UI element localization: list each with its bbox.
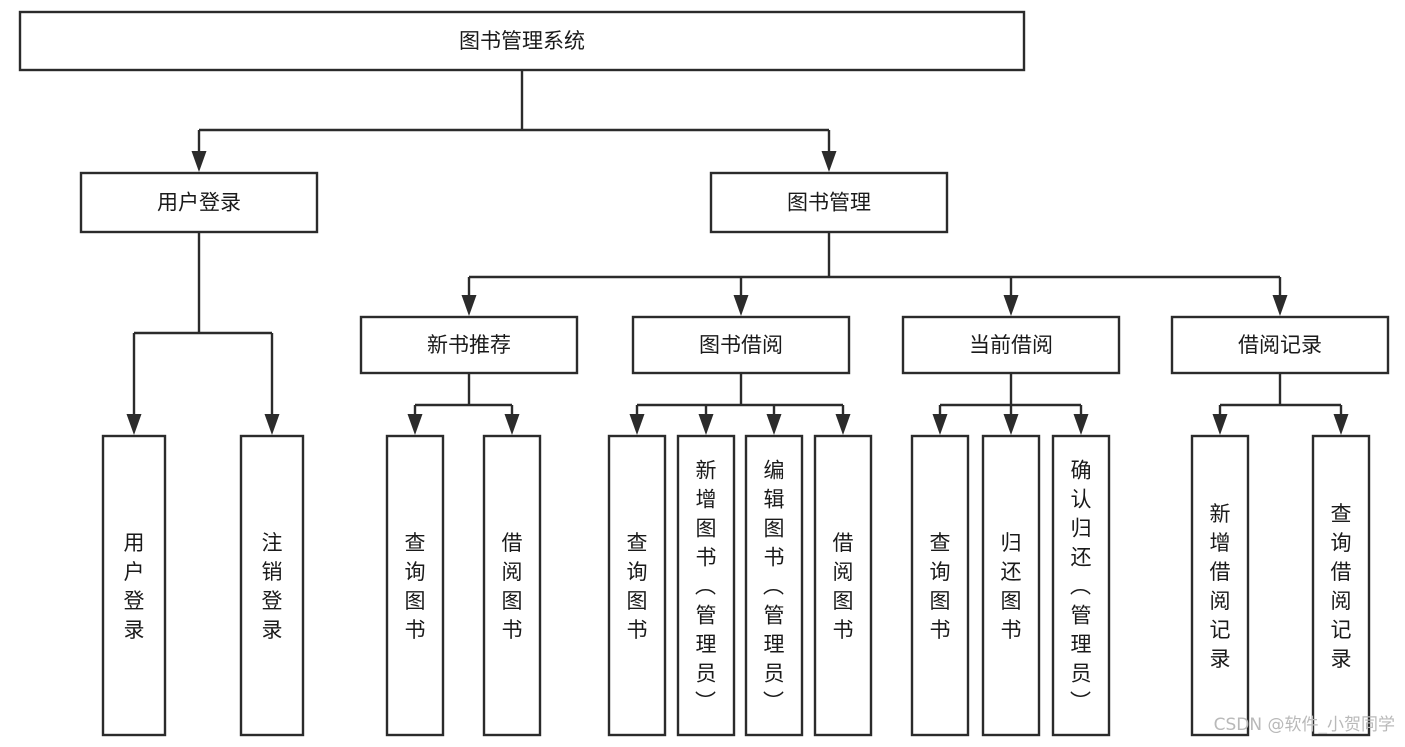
node-layer: 图书管理系统用户登录图书管理新书推荐图书借阅当前借阅借阅记录用户登录注销登录查询… (18, 10, 1390, 737)
node-box[interactable] (101, 434, 167, 737)
node-box[interactable] (239, 434, 305, 737)
node-label: 新书推荐 (427, 333, 511, 357)
connector-group (1212, 373, 1349, 435)
node-leaf-rec-query-book[interactable]: 查询图书 (385, 434, 445, 737)
node-current-borrow[interactable]: 当前借阅 (901, 315, 1121, 375)
arrow-head-icon (1212, 414, 1228, 435)
connector-group (191, 70, 837, 172)
node-box[interactable] (18, 10, 1026, 72)
node-box[interactable] (482, 434, 542, 737)
node-label: 归还图书 (1001, 531, 1022, 642)
node-label: 用户登录 (124, 531, 145, 642)
node-label: 查询图书 (627, 531, 648, 642)
node-leaf-borrow-add-book[interactable]: 新增图书（管理员） (676, 434, 736, 737)
arrow-head-icon (264, 414, 280, 435)
node-leaf-user-login[interactable]: 用户登录 (101, 434, 167, 737)
node-label: 借阅记录 (1238, 333, 1322, 357)
node-leaf-cur-query-book[interactable]: 查询图书 (910, 434, 970, 737)
node-label: 编辑图书（管理员） (763, 459, 785, 715)
connector-layer (126, 70, 1349, 435)
node-label: 用户登录 (157, 191, 241, 215)
arrow-head-icon (461, 295, 477, 316)
node-label: 图书管理系统 (459, 29, 585, 53)
watermark-layer: CSDN @软件_小贺同学 (1214, 715, 1395, 735)
node-box[interactable] (359, 315, 579, 375)
connector-group (461, 232, 1288, 316)
arrow-head-icon (698, 414, 714, 435)
node-box[interactable] (901, 315, 1121, 375)
node-leaf-borrow-edit-book[interactable]: 编辑图书（管理员） (744, 434, 804, 737)
node-leaf-rec-borrow-book[interactable]: 借阅图书 (482, 434, 542, 737)
node-box[interactable] (1190, 434, 1250, 737)
arrow-head-icon (1333, 414, 1349, 435)
csdn-watermark: CSDN @软件_小贺同学 (1214, 715, 1395, 735)
node-leaf-rec-query-record[interactable]: 查询借阅记录 (1311, 434, 1371, 737)
node-box[interactable] (910, 434, 970, 737)
node-box[interactable] (79, 171, 319, 234)
node-user-login[interactable]: 用户登录 (79, 171, 319, 234)
connector-group (126, 232, 280, 435)
arrow-head-icon (1003, 295, 1019, 316)
connector-group (407, 373, 520, 435)
arrow-head-icon (1073, 414, 1089, 435)
node-label: 新增借阅记录 (1210, 502, 1231, 671)
connector-group (932, 373, 1089, 435)
node-box[interactable] (744, 434, 804, 737)
node-box[interactable] (813, 434, 873, 737)
arrow-head-icon (1003, 414, 1019, 435)
node-box[interactable] (1311, 434, 1371, 737)
arrow-head-icon (191, 151, 207, 172)
arrow-head-icon (1272, 295, 1288, 316)
node-label: 借阅图书 (502, 531, 523, 642)
node-box[interactable] (631, 315, 851, 375)
node-leaf-cur-confirm-return[interactable]: 确认归还（管理员） (1051, 434, 1111, 737)
node-leaf-cur-return-book[interactable]: 归还图书 (981, 434, 1041, 737)
node-borrow-record[interactable]: 借阅记录 (1170, 315, 1390, 375)
arrow-head-icon (407, 414, 423, 435)
arrow-head-icon (835, 414, 851, 435)
node-root[interactable]: 图书管理系统 (18, 10, 1026, 72)
node-box[interactable] (1051, 434, 1111, 737)
node-label: 图书管理 (787, 191, 871, 215)
node-new-book-rec[interactable]: 新书推荐 (359, 315, 579, 375)
node-label: 借阅图书 (833, 531, 854, 642)
node-label: 新增图书（管理员） (695, 459, 717, 715)
node-book-manage[interactable]: 图书管理 (709, 171, 949, 234)
arrow-head-icon (629, 414, 645, 435)
node-label: 查询图书 (930, 531, 951, 642)
node-label: 查询借阅记录 (1331, 502, 1352, 671)
node-box[interactable] (676, 434, 736, 737)
arrow-head-icon (126, 414, 142, 435)
arrow-head-icon (821, 151, 837, 172)
arrow-head-icon (504, 414, 520, 435)
node-label: 图书借阅 (699, 333, 783, 357)
arrow-head-icon (766, 414, 782, 435)
node-label: 注销登录 (262, 531, 283, 642)
arrow-head-icon (733, 295, 749, 316)
node-leaf-rec-add-record[interactable]: 新增借阅记录 (1190, 434, 1250, 737)
node-label: 确认归还（管理员） (1070, 459, 1092, 715)
node-box[interactable] (1170, 315, 1390, 375)
node-box[interactable] (385, 434, 445, 737)
node-leaf-borrow-borrow-book[interactable]: 借阅图书 (813, 434, 873, 737)
node-box[interactable] (607, 434, 667, 737)
arrow-head-icon (932, 414, 948, 435)
connector-group (629, 373, 851, 435)
node-leaf-borrow-query-book[interactable]: 查询图书 (607, 434, 667, 737)
node-book-borrow[interactable]: 图书借阅 (631, 315, 851, 375)
node-leaf-user-logout[interactable]: 注销登录 (239, 434, 305, 737)
node-label: 查询图书 (405, 531, 426, 642)
node-box[interactable] (981, 434, 1041, 737)
node-label: 当前借阅 (969, 333, 1053, 357)
node-box[interactable] (709, 171, 949, 234)
